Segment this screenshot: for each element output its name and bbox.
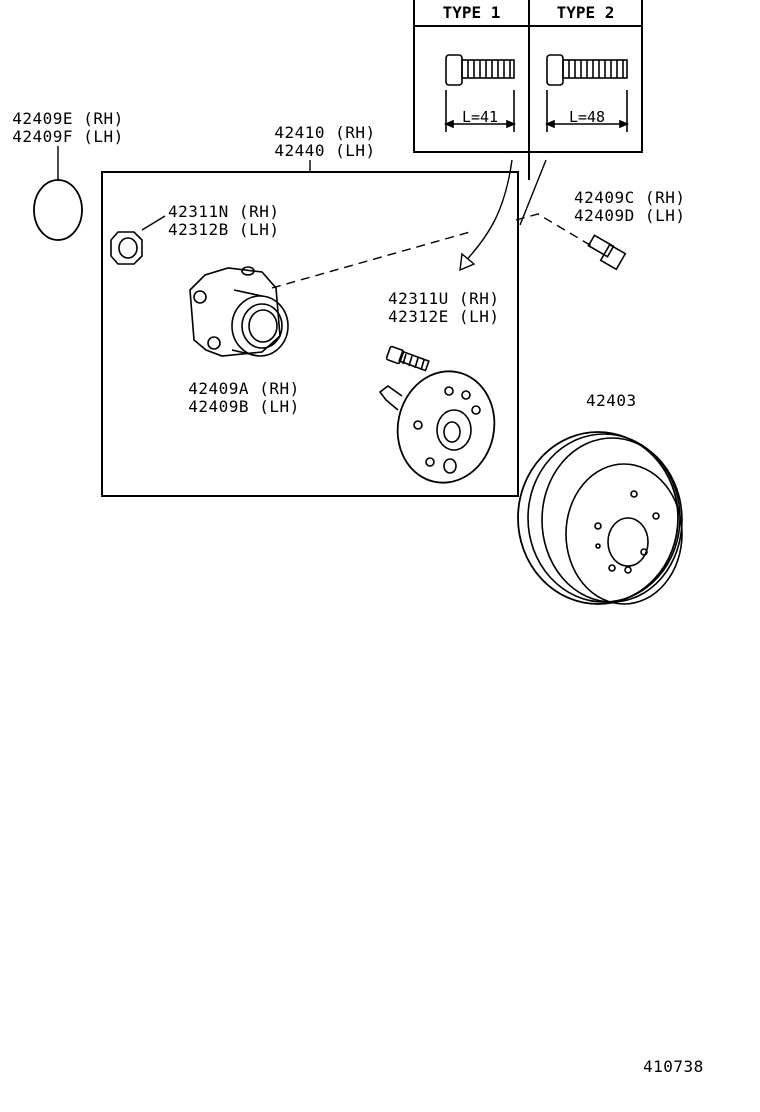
drum-part-label: 42403: [586, 391, 637, 410]
brake-drum-icon: [517, 431, 683, 605]
type2-length: L=48: [568, 108, 606, 126]
figure-number: 410738: [643, 1057, 704, 1076]
leader-bolt-side: [515, 213, 596, 249]
type2-title: TYPE 2: [556, 3, 615, 22]
o-ring-lh: 42409F (LH): [12, 127, 124, 146]
stud-type2-icon: [544, 54, 630, 132]
bolt-side-lh: 42409D (LH): [574, 206, 686, 225]
o-ring-icon: [33, 146, 83, 241]
bearing-rh: 42409A (RH): [188, 379, 300, 398]
type1-length: L=41: [461, 108, 499, 126]
nut-lh: 42312B (LH): [168, 220, 280, 239]
stud-type1-icon: [443, 54, 517, 132]
hub-assembly-box: [101, 171, 519, 497]
type1-title: TYPE 1: [442, 3, 501, 22]
nut-icon: [110, 215, 166, 265]
o-ring-rh: 42409E (RH): [12, 109, 124, 128]
nut-rh: 42311N (RH): [168, 202, 280, 221]
hub-assembly-rh: 42410 (RH): [274, 123, 376, 142]
bearing-icon: [189, 266, 289, 357]
hub-bolt-part-label: 42311U (RH) 42312E (LH): [388, 290, 499, 326]
stud-type-inset: [413, 0, 643, 180]
hub-bolt-icon: [385, 345, 430, 372]
side-bolt-icon: [587, 234, 627, 271]
pointer-arrow-type1: [461, 159, 513, 266]
bolt-side-rh: 42409C (RH): [574, 188, 686, 207]
bearing-lh: 42409B (LH): [188, 397, 300, 416]
nut-part-label: 42311N (RH) 42312B (LH): [168, 203, 279, 239]
hub-bolt-lh: 42312E (LH): [388, 307, 500, 326]
hub-flange-icon: [378, 370, 496, 484]
leader-nut-to-bearing: [271, 231, 471, 289]
hub-bolt-rh: 42311U (RH): [388, 289, 500, 308]
o-ring-part-label: 42409E (RH) 42409F (LH): [8, 110, 128, 146]
leader-type2: [519, 159, 547, 226]
hub-assembly-lh: 42440 (LH): [274, 141, 376, 160]
bearing-part-label: 42409A (RH) 42409B (LH): [184, 380, 304, 416]
bolt-side-part-label: 42409C (RH) 42409D (LH): [574, 189, 685, 225]
hub-assembly-part-label: 42410 (RH) 42440 (LH): [265, 124, 385, 160]
